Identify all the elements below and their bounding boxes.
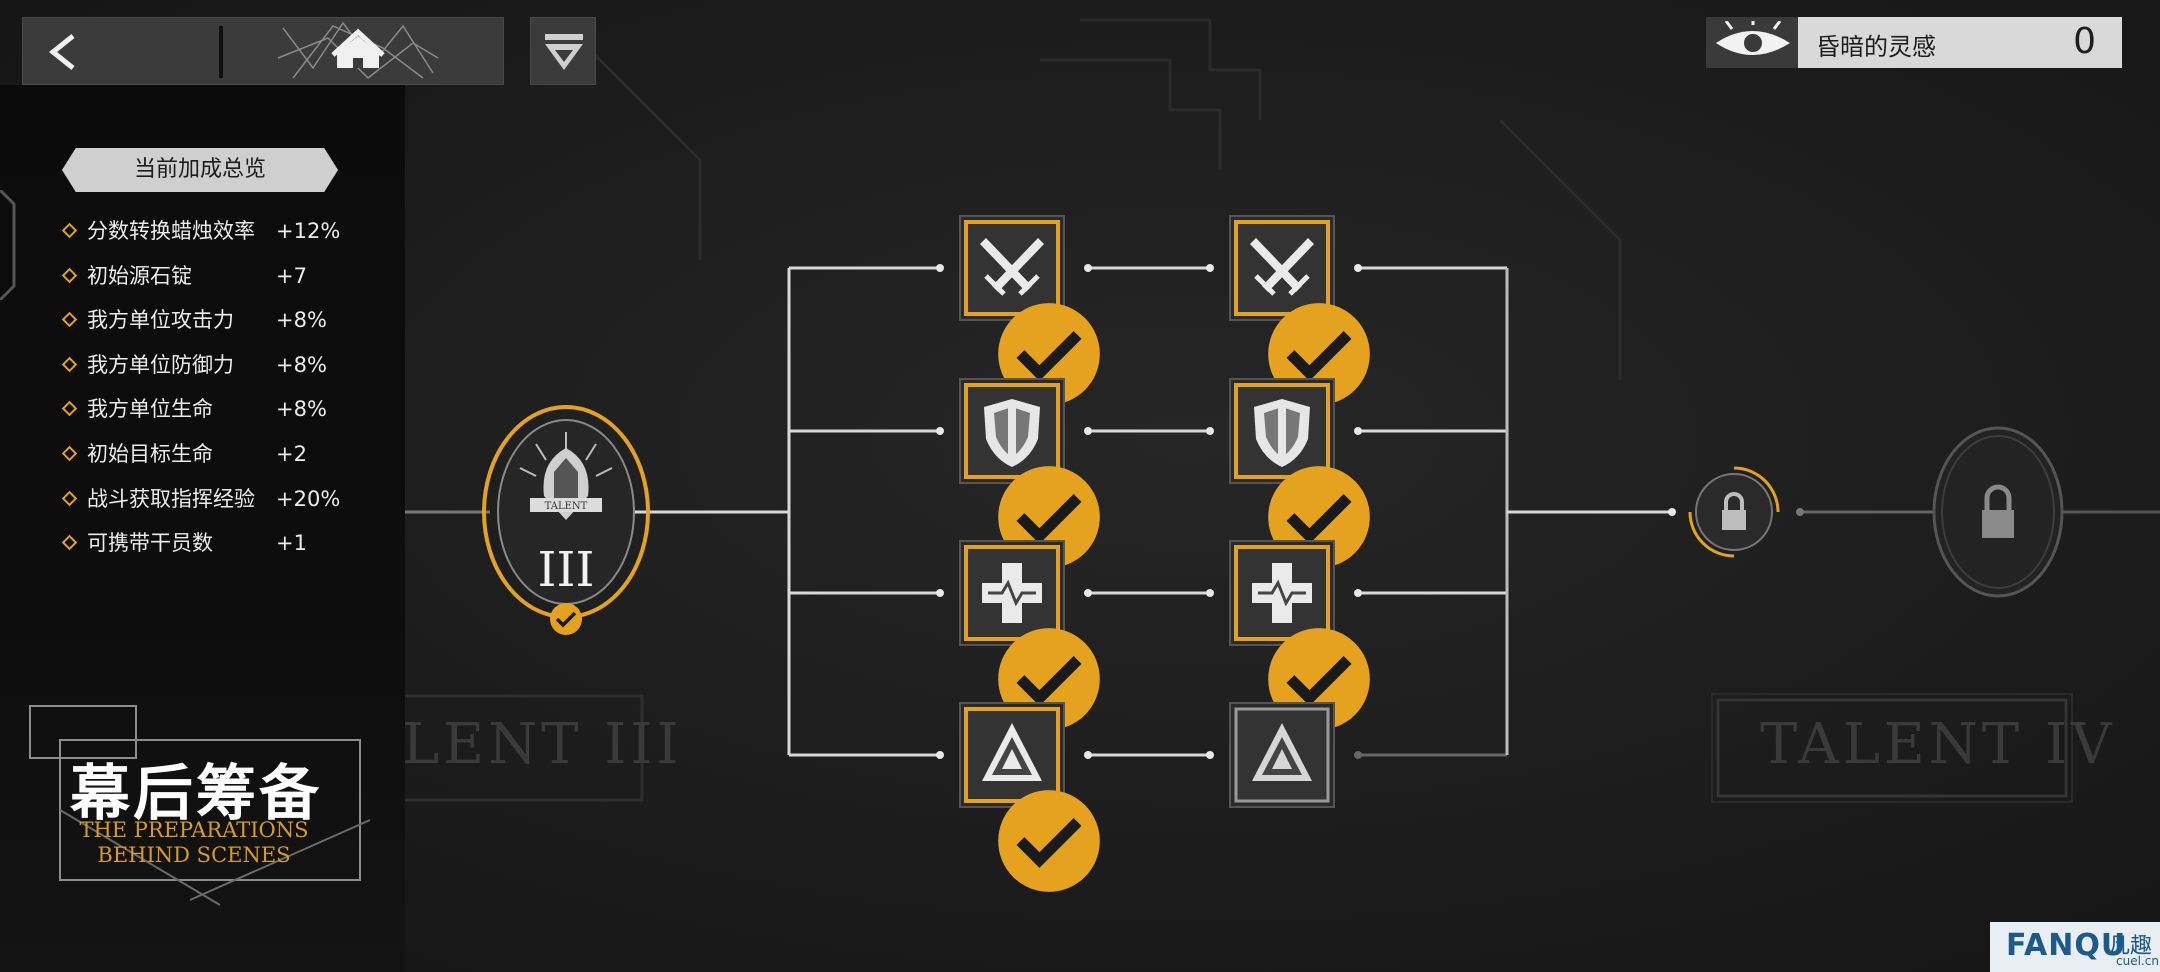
event-title-en: THE PREPARATIONS BEHIND SCENES — [74, 818, 314, 868]
crossed-swords-icon — [1229, 215, 1335, 321]
bonus-label: 可携带干员数 — [87, 531, 213, 556]
bonus-value: +8% — [276, 308, 327, 333]
diamond-icon — [61, 222, 78, 239]
talent-node-target-1[interactable] — [958, 701, 1100, 892]
locked-node-small[interactable] — [1686, 464, 1782, 560]
bonus-label: 我方单位防御力 — [87, 352, 234, 377]
site-watermark: FANQU 凡趣 cuel.cn — [1990, 922, 2160, 972]
talent-node-defense-1[interactable] — [958, 377, 1100, 568]
bonus-value: +1 — [276, 531, 307, 556]
diamond-icon — [61, 356, 78, 373]
diamond-icon — [61, 311, 78, 328]
bonus-label: 分数转换蜡烛效率 — [87, 219, 255, 243]
check-icon — [998, 790, 1100, 892]
diamond-icon — [61, 445, 78, 462]
bonus-value: +12% — [276, 219, 341, 243]
diamond-icon — [61, 534, 78, 551]
talent-emblem-frame: TALENT — [482, 405, 650, 619]
talent-emblem-current[interactable]: TALENT III — [480, 402, 652, 635]
bonus-label: 我方单位攻击力 — [87, 308, 234, 333]
rank-emblem-icon — [545, 34, 583, 70]
bonus-value: +8% — [276, 397, 327, 422]
bonus-row: 初始目标生命 +2 — [61, 436, 392, 481]
bonus-row: 分数转换蜡烛效率 +12% — [61, 213, 392, 258]
crossed-swords-icon — [959, 215, 1065, 321]
lock-icon — [1932, 426, 2064, 598]
home-icon — [277, 21, 439, 79]
medical-cross-icon — [959, 540, 1065, 646]
diamond-icon — [61, 490, 78, 506]
watermark-cn: 凡趣 — [2108, 934, 2153, 959]
bonus-list: 分数转换蜡烛效率 +12% 初始源石锭 +7 我方单位攻击力 +8% 我方单位防御力 +… — [61, 213, 392, 570]
bonus-value: +7 — [276, 263, 307, 288]
inspiration-count: 0 — [2073, 21, 2096, 62]
chevron-left-icon — [48, 34, 75, 70]
event-title-en-line1: THE PREPARATIONS — [79, 818, 309, 842]
ghost-talent-label-right: TALENT IV — [1760, 712, 2116, 777]
triangle-icon — [1229, 702, 1335, 808]
bonus-label: 初始目标生命 — [87, 441, 213, 466]
event-title-en-line2: BEHIND SCENES — [97, 843, 291, 867]
eye-icon-box — [1706, 17, 1798, 68]
event-title-cn: 幕后筹备 — [70, 759, 322, 829]
talent-emblem-text: TALENT — [545, 501, 588, 512]
bonus-label: 战斗获取指挥经验 — [87, 486, 255, 511]
talent-node-defense-2[interactable] — [1228, 377, 1370, 568]
triangle-icon — [959, 702, 1065, 808]
talent-node-attack-1[interactable] — [958, 214, 1100, 405]
panel-edge-tab — [0, 190, 16, 300]
home-button[interactable] — [223, 18, 503, 84]
inspiration-name: 昏暗的灵感 — [1816, 33, 1936, 61]
locked-talent-emblem[interactable] — [1930, 424, 2066, 600]
top-nav-group — [22, 17, 504, 85]
diamond-icon — [61, 267, 78, 283]
bonus-value: +2 — [276, 441, 307, 466]
talent-node-health-2[interactable] — [1228, 539, 1370, 730]
bonus-row: 我方单位攻击力 +8% — [61, 302, 392, 347]
rank-button[interactable] — [530, 17, 596, 85]
bonus-row: 我方单位生命 +8% — [61, 391, 392, 436]
bonus-row: 可携带干员数 +1 — [61, 525, 392, 570]
bonus-row: 我方单位防御力 +8% — [61, 347, 392, 392]
bonus-value: +8% — [276, 352, 327, 377]
nav-divider — [219, 26, 223, 78]
talent-node-attack-2[interactable] — [1228, 214, 1370, 405]
inspiration-counter: 昏暗的灵感 0 — [1706, 17, 2122, 68]
banner-frame — [29, 705, 371, 906]
ghost-talent-label-left: LENT III — [402, 712, 683, 777]
shield-icon — [959, 378, 1065, 484]
medical-cross-icon — [1229, 540, 1335, 646]
bonus-label: 初始源石锭 — [87, 263, 192, 288]
check-icon — [550, 603, 582, 635]
talent-numeral: III — [537, 542, 595, 598]
watermark-brand: FANQU — [2006, 928, 2127, 963]
bonus-overview-panel — [0, 85, 405, 972]
diamond-icon — [61, 401, 78, 417]
bonus-row: 初始源石锭 +7 — [61, 258, 392, 303]
watermark-url: cuel.cn — [2116, 954, 2159, 968]
lock-icon — [1688, 466, 1780, 558]
bonus-overview-title: 当前加成总览 — [62, 148, 338, 192]
eye-icon — [1716, 21, 1790, 55]
bonus-label: 我方单位生命 — [87, 397, 213, 422]
bonus-row: 战斗获取指挥经验 +20% — [61, 481, 392, 526]
talent-node-target-2[interactable] — [1228, 701, 1336, 809]
back-button[interactable] — [23, 18, 219, 84]
talent-node-health-1[interactable] — [958, 539, 1100, 730]
bonus-value: +20% — [276, 486, 341, 511]
